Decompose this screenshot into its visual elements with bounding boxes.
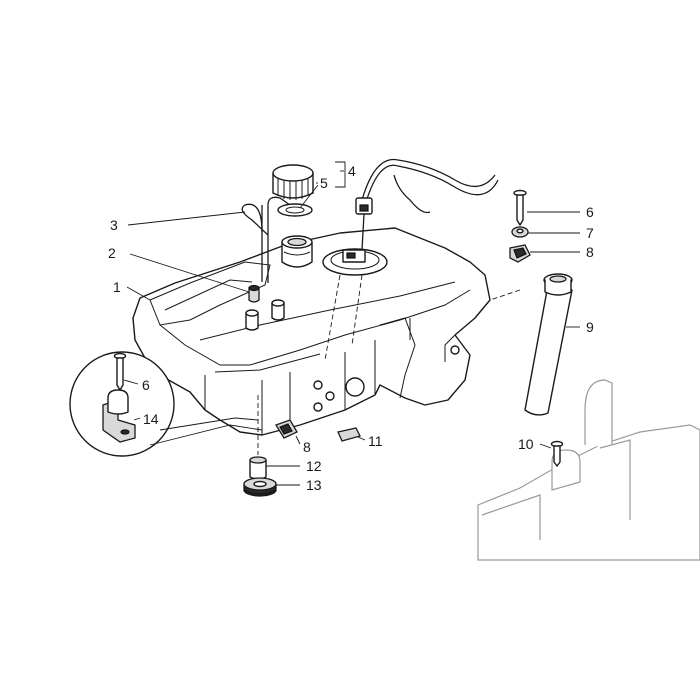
callout-10: 10	[518, 436, 534, 452]
vent-hose	[241, 196, 291, 283]
alignment-line	[489, 289, 521, 301]
callout-8-bottom: 8	[303, 439, 311, 455]
clip-nut-top	[509, 244, 531, 263]
grommet	[243, 477, 277, 497]
callout-9: 9	[586, 319, 594, 335]
filler-neck	[281, 235, 313, 268]
detail-inset	[69, 351, 263, 457]
callout-1: 1	[113, 279, 121, 295]
leader-lines	[123, 161, 580, 486]
screw-top-right	[513, 189, 527, 226]
washer	[511, 226, 529, 238]
adjacent-component-outline	[477, 379, 700, 561]
callout-12: 12	[306, 458, 322, 474]
level-sensor-tube	[524, 273, 573, 416]
cap-gasket	[277, 203, 313, 217]
wiring-harness	[355, 158, 499, 251]
fuel-cap	[272, 164, 314, 200]
callout-14: 14	[143, 411, 159, 427]
spacer	[249, 456, 267, 480]
callout-3: 3	[110, 217, 118, 233]
callout-11: 11	[368, 433, 383, 449]
callout-6-top: 6	[586, 204, 594, 220]
callout-2: 2	[108, 245, 116, 261]
callout-5: 5	[320, 175, 328, 191]
fuel-tank	[132, 227, 491, 436]
callout-13: 13	[306, 477, 322, 493]
callout-6-detail: 6	[142, 377, 150, 393]
fuel-sender-flange	[322, 248, 388, 361]
callout-8-top: 8	[586, 244, 594, 260]
screw-item-10	[550, 440, 564, 467]
rubber-pad	[337, 427, 361, 442]
callout-labels: 1 2 3 4 5 6 6 7 8 8 9 10 11 12 13 14	[108, 163, 594, 493]
clip-nut-bottom	[275, 419, 298, 439]
callout-7: 7	[586, 225, 594, 241]
callout-4: 4	[348, 163, 356, 179]
